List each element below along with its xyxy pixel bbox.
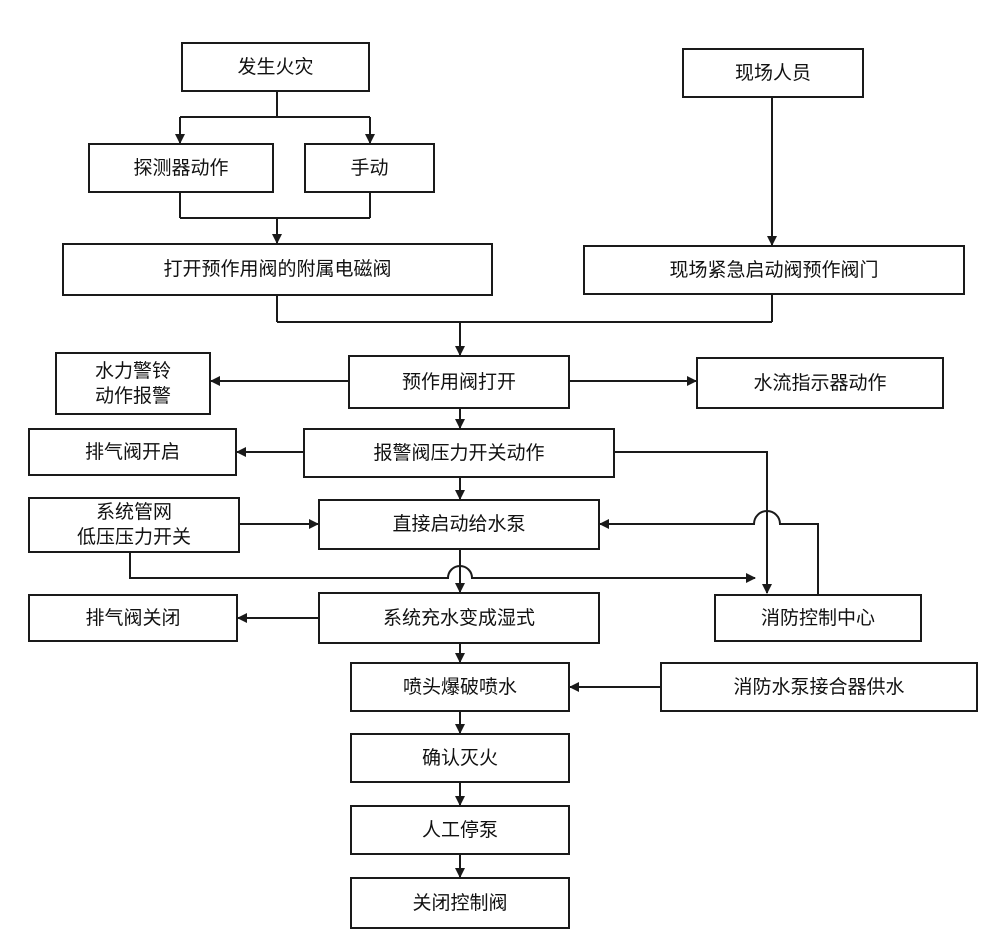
box-fire-control-center: 消防控制中心 [714,594,922,642]
box-manual: 手动 [304,143,435,193]
box-preaction-valve-open: 预作用阀打开 [348,355,570,409]
arrow-lowpressure-to-control-center [129,553,756,583]
box-water-bell-alarm: 水力警铃 动作报警 [55,352,211,415]
box-onsite-personnel: 现场人员 [682,48,864,98]
arrow-control-center-to-pump [599,510,819,594]
box-onsite-emergency-start: 现场紧急启动阀预作阀门 [583,245,965,295]
box-flow-indicator-action: 水流指示器动作 [696,357,944,409]
box-fire: 发生火灾 [181,42,370,92]
box-exhaust-valve-close: 排气阀关闭 [28,594,238,642]
box-detector-action: 探测器动作 [88,143,274,193]
box-manual-stop-pump: 人工停泵 [350,805,570,855]
box-sprinkler-burst: 喷头爆破喷水 [350,662,570,712]
box-system-filled-wet: 系统充水变成湿式 [318,592,600,644]
box-alarm-valve-pressure-switch: 报警阀压力开关动作 [303,428,615,478]
box-exhaust-valve-open: 排气阀开启 [28,428,237,476]
box-confirm-extinguished: 确认灭火 [350,733,570,783]
arrow-alarm-to-control-center [615,451,772,594]
box-low-pressure-switch: 系统管网 低压压力开关 [28,497,240,553]
box-pump-connector-supply: 消防水泵接合器供水 [660,662,978,712]
box-open-solenoid-valve: 打开预作用阀的附属电磁阀 [62,243,493,296]
box-close-control-valve: 关闭控制阀 [350,877,570,929]
box-direct-start-pump: 直接启动给水泵 [318,499,600,550]
